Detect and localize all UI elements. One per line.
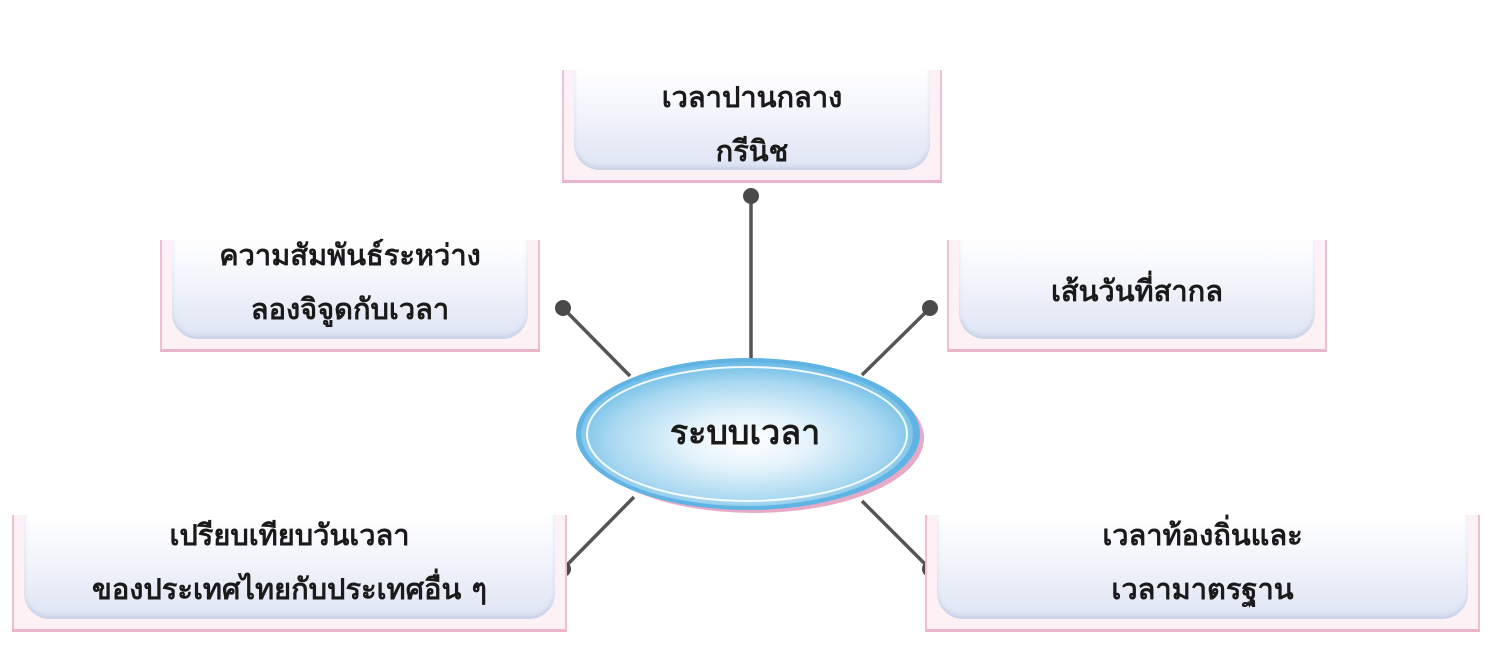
- connector-lower-left: [561, 495, 636, 571]
- node-lower-left-line2: ของประเทศไทยกับประเทศอื่น ๆ: [92, 572, 487, 606]
- node-upper-right-panel: [959, 240, 1315, 339]
- node-upper-left-line1: ความสัมพันธ์ระหว่าง: [219, 238, 481, 272]
- center-ellipse: [576, 358, 924, 513]
- node-lower-left-line1: เปรียบเทียบวันเวลา: [169, 518, 410, 552]
- node-top-label: เวลาปานกลาง กรีนิช: [544, 70, 960, 178]
- node-upper-left-line2: ลองจิจูดกับเวลา: [250, 292, 450, 326]
- node-lower-right[interactable]: เวลาท้องถิ่นและ เวลามาตรฐาน: [925, 515, 1480, 632]
- node-lower-left-panel: [24, 515, 555, 619]
- node-lower-right-panel: [937, 515, 1468, 619]
- center-label: ระบบเวลา: [669, 413, 821, 453]
- node-upper-right-line1: เส้นวันที่สากล: [1051, 274, 1223, 308]
- connector-dot-upper-right: [922, 300, 938, 316]
- node-lower-left[interactable]: เปรียบเทียบวันเวลา ของประเทศไทยกับประเทศ…: [12, 515, 567, 632]
- node-top-line1: เวลาปานกลาง: [661, 80, 843, 114]
- node-lower-right-line1: เวลาท้องถิ่นและ: [1102, 518, 1303, 552]
- node-upper-right[interactable]: เส้นวันที่สากล: [947, 240, 1327, 352]
- connector-lower-right: [860, 499, 932, 571]
- node-upper-left[interactable]: ความสัมพันธ์ระหว่าง ลองจิจูดกับเวลา: [160, 238, 540, 352]
- connectors: [561, 196, 932, 571]
- connector-upper-right: [860, 306, 932, 377]
- node-lower-right-line2: เวลามาตรฐาน: [1111, 572, 1294, 606]
- node-lower-right-label: เวลาท้องถิ่นและ เวลามาตรฐาน: [907, 508, 1498, 616]
- node-upper-right-label: เส้นวันที่สากล: [929, 264, 1345, 318]
- node-top[interactable]: เวลาปานกลาง กรีนิช: [562, 70, 942, 183]
- node-top-panel: [574, 70, 930, 170]
- connector-upper-left: [561, 306, 632, 378]
- node-upper-left-label: ความสัมพันธ์ระหว่าง ลองจิจูดกับเวลา: [142, 228, 558, 336]
- connector-dot-top: [743, 188, 759, 204]
- node-upper-left-panel: [172, 240, 528, 339]
- connector-dot-upper-left: [555, 300, 571, 316]
- node-top-line2: กรีนิช: [715, 134, 789, 168]
- node-lower-left-label: เปรียบเทียบวันเวลา ของประเทศไทยกับประเทศ…: [0, 508, 585, 616]
